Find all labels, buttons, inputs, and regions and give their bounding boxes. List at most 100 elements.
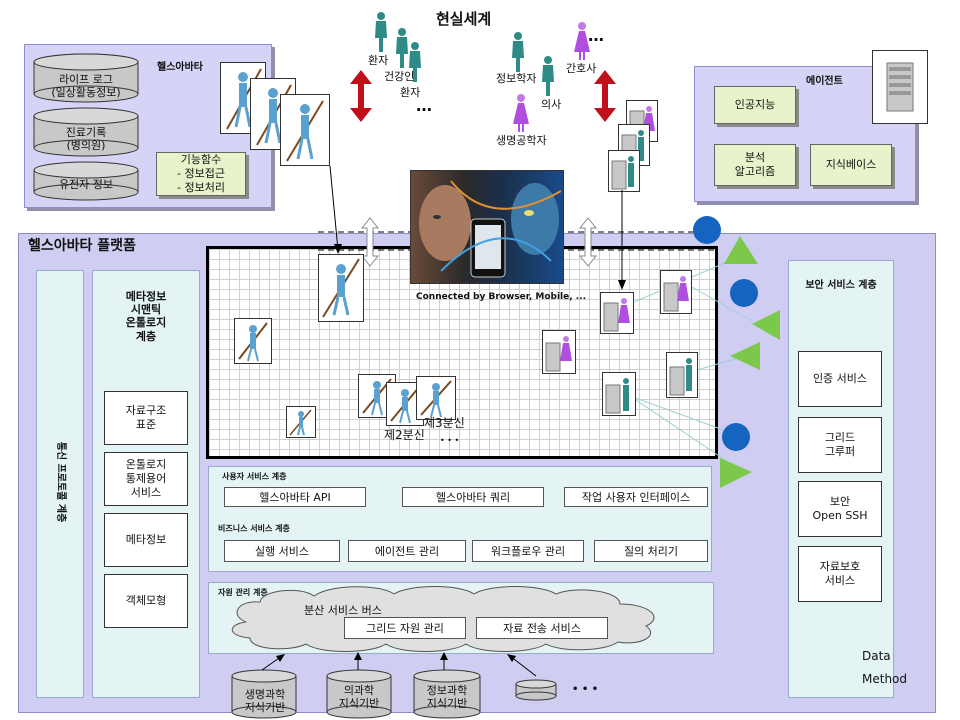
data-transfer-service: 자료 전송 서비스 <box>476 617 608 639</box>
data-circle-icon <box>693 216 721 244</box>
security-auth-service: 인증 서비스 <box>798 351 882 407</box>
health-avatar-panel-title: 헬스아바타 <box>157 62 203 73</box>
grid-server-4 <box>666 352 698 398</box>
user-service-query: 헬스아바타 쿼리 <box>402 487 544 507</box>
clone-avatar-3 <box>416 376 456 420</box>
data-circle-icon <box>722 423 750 451</box>
avatar-icon <box>420 380 452 418</box>
kb-bio-icon <box>231 669 297 719</box>
database-medical-icon <box>33 107 139 157</box>
red-double-arrow-right-icon <box>594 70 616 122</box>
database-lifelog-icon <box>33 53 139 103</box>
clone-3-label: 제3분신 <box>424 416 465 430</box>
security-layer-title: 보안 서비스 계층 <box>805 280 877 291</box>
business-service-query: 질의 처리기 <box>594 540 708 562</box>
grid-server-2 <box>542 330 576 374</box>
kb-extra-icon <box>515 679 557 701</box>
database-medical-label: 진료기록 (병의원) <box>65 126 107 153</box>
clone-dots: • • • <box>440 436 460 445</box>
hollow-arrow-right-icon <box>578 217 598 267</box>
agent-note-knowledge: 지식베이스 <box>810 144 892 186</box>
distributed-service-bus: 분산 서비스 버스 <box>304 604 382 617</box>
kb-bio-label: 생명과학 지식기반 <box>244 688 286 715</box>
kb-dots: • • • <box>572 684 599 695</box>
data-circle-icon <box>730 279 758 307</box>
avatar-icon <box>289 409 312 436</box>
security-layer <box>788 260 894 698</box>
agent-panel-title: 에이전트 <box>806 76 843 87</box>
grid-resource-management: 그리드 자원 관리 <box>344 617 466 639</box>
business-service-workflow: 워크플로우 관리 <box>472 540 584 562</box>
banner-image <box>410 170 564 284</box>
method-triangle-icon <box>720 458 752 488</box>
human-face-icon <box>419 185 471 261</box>
kb-info-label: 정보과학 지식기반 <box>426 684 468 711</box>
avatar-icon <box>286 100 324 162</box>
server-icon <box>611 156 634 190</box>
business-layer-title: 비즈니스 서비스 계층 <box>218 524 290 533</box>
grid-avatar-left <box>234 318 272 364</box>
server-icon <box>663 276 689 312</box>
people-ellipsis-right: … <box>588 26 604 45</box>
server-icon <box>886 62 914 112</box>
security-grid-grouper: 그리드 그루퍼 <box>798 417 882 473</box>
meta-ontology-service: 온톨로지 통제용어 서비스 <box>104 452 188 506</box>
agent-note-algorithm: 분석 알고리즘 <box>714 144 796 186</box>
avatar-icon <box>322 258 360 318</box>
server-icon <box>545 336 572 372</box>
function-note: 기능함수 - 정보접근 - 정보처리 <box>156 152 246 196</box>
resource-layer-title: 자원 관리 계층 <box>218 588 268 597</box>
healthy-label: 건강인 <box>384 70 415 83</box>
legend-data-label: Data <box>862 649 891 663</box>
patient-label-2: 환자 <box>400 86 421 99</box>
patient-label-1: 환자 <box>368 54 389 67</box>
grid-avatar-small <box>286 406 316 438</box>
method-triangle-icon <box>730 342 760 370</box>
informatician-label: 정보학자 <box>496 72 537 85</box>
method-triangle-icon <box>752 310 780 340</box>
nurse-label: 간호사 <box>566 62 597 75</box>
database-lifelog-label: 라이프 로그 (일상활동정보) <box>51 73 121 100</box>
server-icon <box>669 358 692 396</box>
kb-medical-label: 의과학 지식기반 <box>338 684 380 711</box>
server-card-expert-3 <box>608 150 640 192</box>
security-open-ssh: 보안 Open SSH <box>798 481 882 537</box>
server-card-agent <box>872 50 928 124</box>
avatar-card-3 <box>280 94 330 166</box>
communication-protocol-layer <box>36 270 84 698</box>
avatar-icon <box>390 386 420 424</box>
user-layer-title: 사용자 서비스 계층 <box>222 472 287 481</box>
method-triangle-icon <box>724 236 758 264</box>
grid-server-5 <box>602 372 636 416</box>
clone-2-label: 제2분신 <box>384 428 425 442</box>
server-icon <box>603 298 630 332</box>
doctor-label: 의사 <box>541 98 562 111</box>
grid-server-1 <box>600 292 634 334</box>
avatar-face-icon <box>511 183 559 255</box>
grid-avatar-large <box>318 254 364 322</box>
legend-method-label: Method <box>862 672 908 686</box>
avatar-icon <box>238 322 268 362</box>
database-gene-icon <box>33 161 139 201</box>
user-service-ui: 작업 사용자 인터페이스 <box>564 487 708 507</box>
hollow-arrow-left-icon <box>360 217 380 267</box>
kb-info-icon <box>413 669 481 719</box>
platform-title: 헬스아바타 플랫폼 <box>28 238 136 254</box>
meta-info: 메타정보 <box>104 513 188 567</box>
meta-semantic-title: 메타정보 시맨틱 온톨로지 계층 <box>125 290 167 343</box>
real-world-title: 현실세계 <box>436 10 492 28</box>
agent-note-ai: 인공지능 <box>714 86 796 124</box>
user-service-api: 헬스아바타 API <box>224 487 366 507</box>
meta-data-structure: 자료구조 표준 <box>104 391 188 445</box>
server-icon <box>605 378 629 414</box>
meta-object-model: 객체모형 <box>104 574 188 628</box>
bioengineer-label: 생명공학자 <box>496 134 547 147</box>
database-gene-label: 유전자 정보 <box>58 178 114 191</box>
security-data-protection: 자료보호 서비스 <box>798 546 882 602</box>
grid-server-3 <box>660 270 692 314</box>
red-double-arrow-left-icon <box>350 70 372 122</box>
people-ellipsis-left: … <box>416 96 432 115</box>
